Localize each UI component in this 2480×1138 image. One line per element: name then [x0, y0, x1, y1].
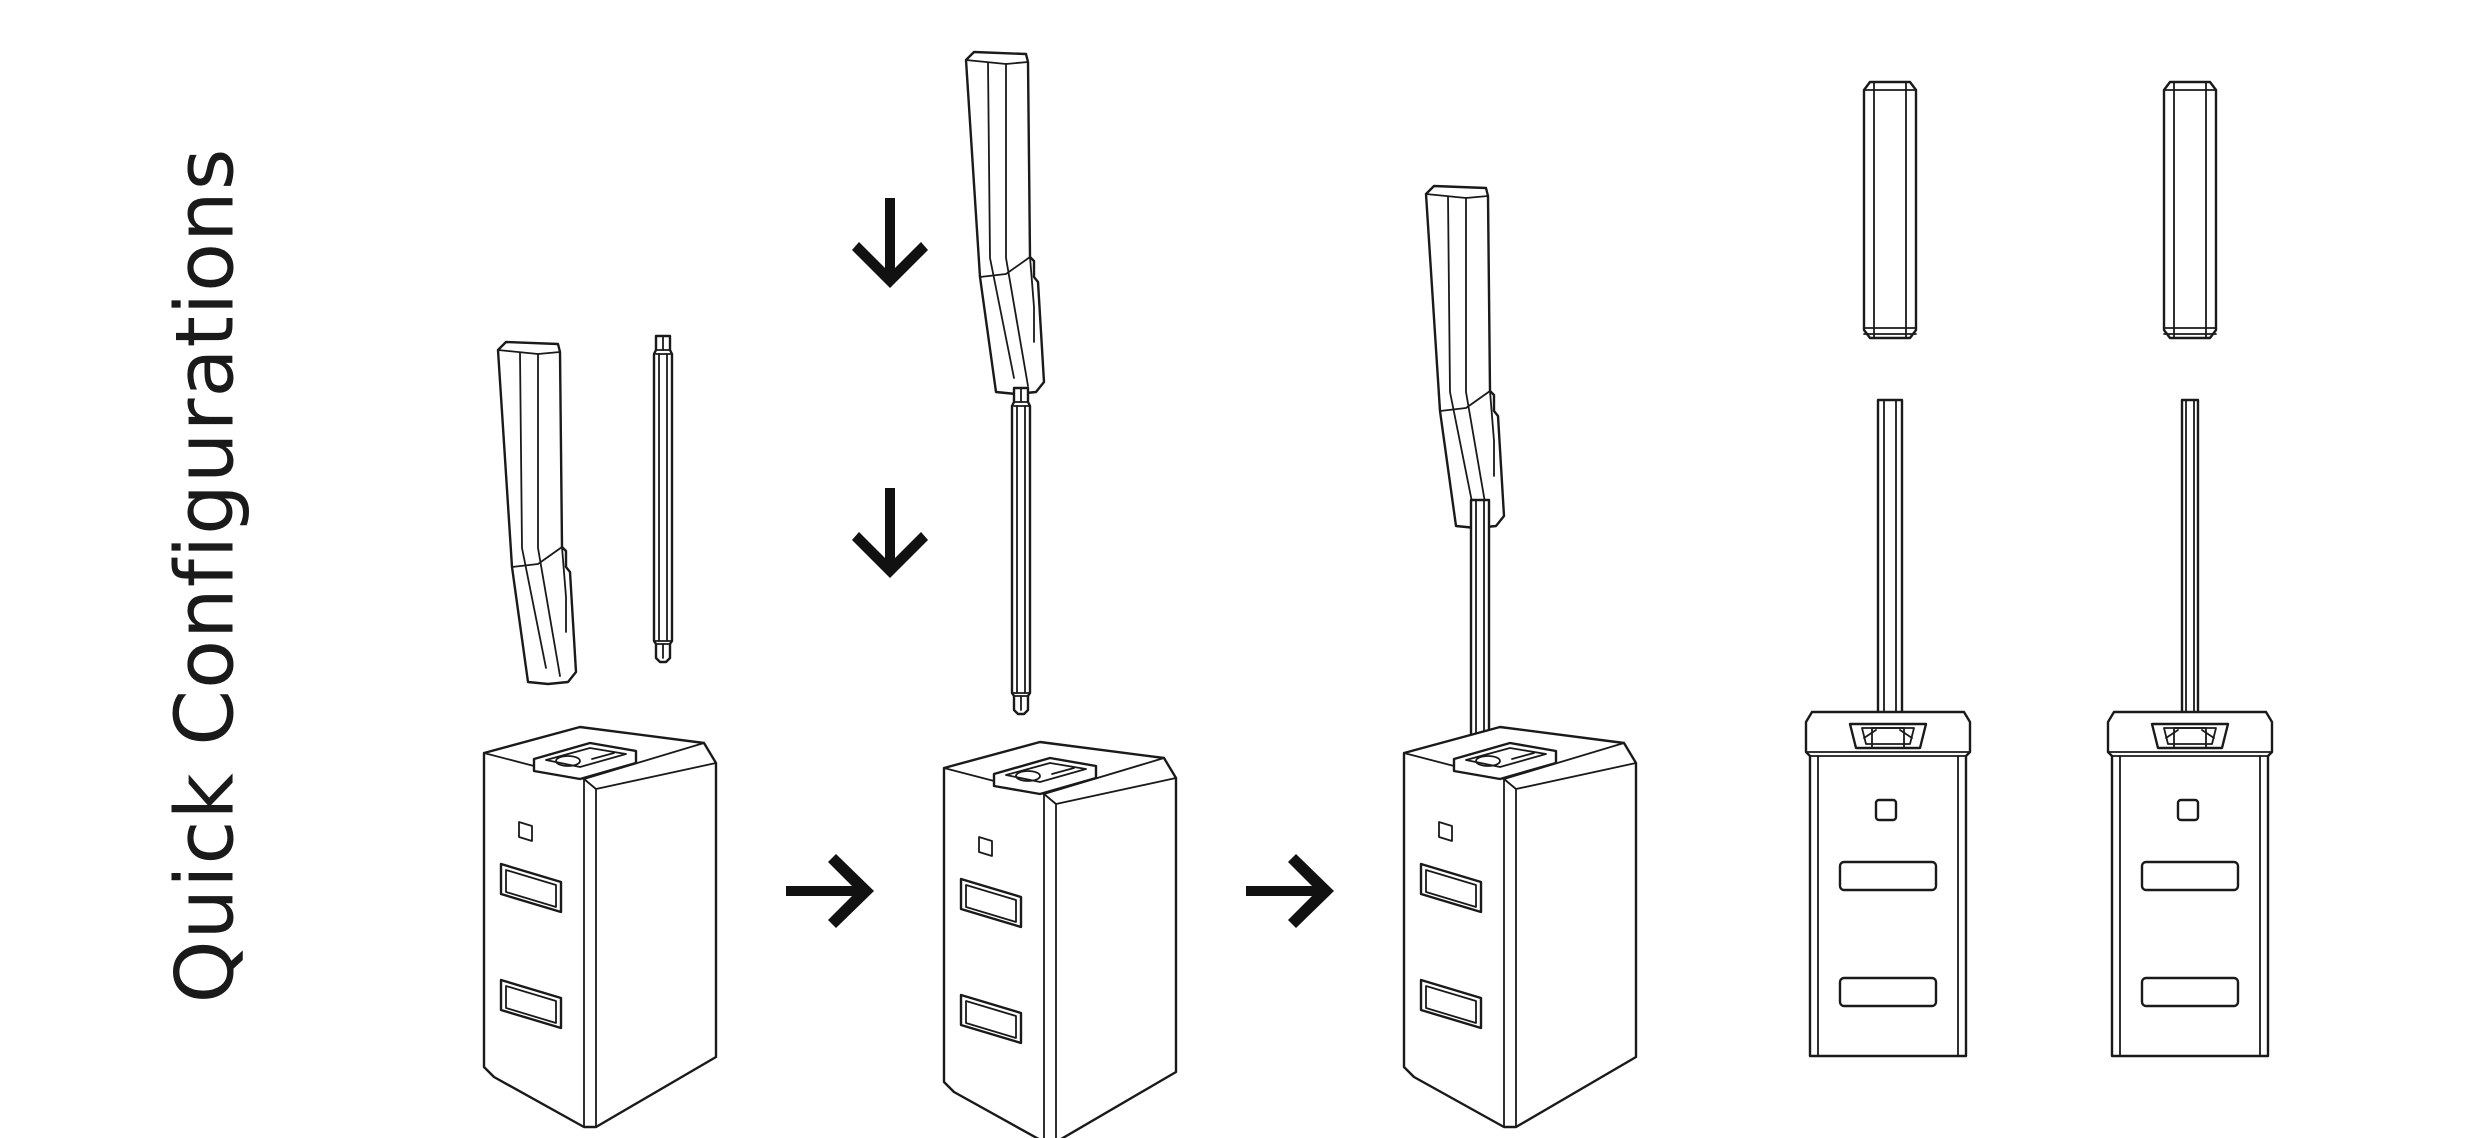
- subwoofer-base: [942, 740, 1178, 1138]
- step-assembled-front-narrow: [2106, 80, 2274, 1058]
- subwoofer-base: [482, 725, 718, 1129]
- subwoofer-base: [1804, 710, 1972, 1058]
- step-parts-separated: [482, 334, 718, 1129]
- step-assembled-front: [1804, 80, 1972, 1058]
- column-speaker: [1424, 184, 1506, 530]
- spacer-pole: [1876, 398, 1904, 740]
- column-speaker: [2162, 80, 2218, 340]
- down-arrow-icon: [852, 198, 928, 288]
- right-arrow-icon: [1246, 854, 1334, 928]
- column-speaker: [964, 50, 1046, 396]
- right-arrow-icon: [786, 854, 874, 928]
- subwoofer-base: [1402, 725, 1638, 1129]
- column-speaker: [1862, 80, 1918, 340]
- spacer-pole: [652, 334, 674, 664]
- step-assembled-side: [1402, 184, 1638, 1129]
- subwoofer-base: [2106, 710, 2274, 1058]
- down-arrow-icon: [852, 488, 928, 578]
- column-speaker: [496, 340, 578, 686]
- spacer-pole: [1010, 386, 1032, 716]
- spacer-pole: [2180, 398, 2200, 740]
- step-insert-parts: [852, 50, 1178, 1138]
